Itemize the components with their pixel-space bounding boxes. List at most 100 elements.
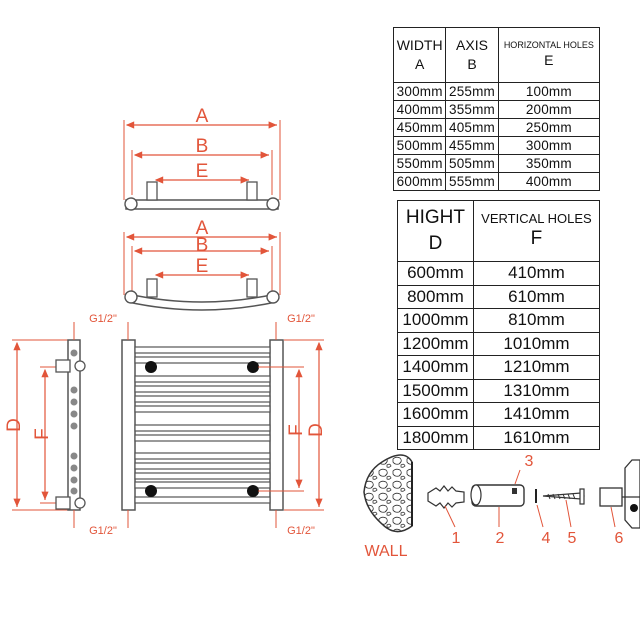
label-a-curved: A [196,218,209,239]
size-table-row-cell: 350mm [497,154,601,173]
connection-label: G1/2" [89,525,117,537]
height-table-row-cell: 1600mm [397,402,474,427]
wall-label: WALL [365,543,408,560]
height-table-row-cell: 1310mm [472,378,601,403]
height-table-header: VERTICAL HOLES F [472,200,601,262]
radiator-rail [134,385,271,393]
size-table-row-cell: 505mm [445,154,499,173]
height-table-row-cell: 600mm [397,261,474,286]
height-table-row-cell: 1500mm [397,378,474,403]
connection-label: G1/2" [89,313,117,325]
connection-label: G1/2" [287,313,315,325]
height-table-header-row: HIGHT D VERTICAL HOLES F [397,200,601,262]
label-b-curved: B [196,235,209,256]
size-table-row-cell: 450mm [392,118,447,137]
part-number-3: 3 [525,453,534,470]
label-b-top: B [196,136,209,157]
connection-label: G1/2" [287,525,315,537]
radiator-rail [134,346,271,354]
height-table-header: HIGHT D [397,200,474,262]
size-table-row-cell: 555mm [445,172,499,191]
radiator-rail [134,434,271,442]
part-number-2: 2 [496,530,505,547]
radiator-rail [134,375,271,383]
radiator-rail [134,496,271,504]
radiator-rail [134,356,271,364]
height-table-row-cell: 810mm [472,308,601,333]
wall-plug [427,485,465,509]
size-table-row-cell: 300mm [392,82,447,101]
height-table-row-cell: 1010mm [472,331,601,356]
radiator-rail [134,481,271,489]
height-table-row-cell: 610mm [472,284,601,309]
side-view [12,322,86,528]
size-table-row-cell: 455mm [445,136,499,155]
height-table-row-cell: 1000mm [397,308,474,333]
size-table-header-row: WIDTH A AXIS B HORIZONTAL HOLES E [392,27,601,83]
height-table-row-cell: 1400mm [397,355,474,380]
size-table-row-cell: 600mm [392,172,447,191]
size-table-row-cell: 300mm [497,136,601,155]
radiator-rail [134,472,271,480]
size-table-header: HORIZONTAL HOLES E [497,27,601,83]
mounting-kit [363,454,640,533]
mounting-hole [145,485,157,497]
top-view-straight [123,120,281,211]
part-number-6: 6 [615,530,624,547]
size-table-row-cell: 355mm [445,100,499,119]
size-table-row-cell: 400mm [497,172,601,191]
height-table-row-cell: 410mm [472,261,601,286]
mounting-hole [145,361,157,373]
size-table-row-cell: 500mm [392,136,447,155]
size-table-row-cell: 250mm [497,118,601,137]
top-view-curved [123,232,281,311]
size-table-row-cell: 400mm [392,100,447,119]
mounting-hole [247,485,259,497]
radiator-rail [134,424,271,432]
radiator-rail [134,395,271,403]
part-number-1: 1 [452,530,461,547]
height-table-row-cell: 1200mm [397,331,474,356]
end-cap [599,487,623,507]
size-table-row-cell: 255mm [445,82,499,101]
label-d-right: D [306,423,327,437]
front-view [121,322,324,528]
height-table-row-cell: 1410mm [472,402,601,427]
part-number-4: 4 [542,530,551,547]
radiator-rail [134,462,271,470]
height-table-row-cell: 1610mm [472,425,601,450]
height-table-row-cell: 800mm [397,284,474,309]
size-table-row-cell: 405mm [445,118,499,137]
size-table-row-cell: 550mm [392,154,447,173]
radiator-rail [134,452,271,460]
label-a-top: A [196,106,209,127]
label-e-curved: E [196,256,209,277]
size-table-header: WIDTH A [392,27,447,83]
label-f-left: F [32,428,53,440]
mounting-hole [247,361,259,373]
part-number-5: 5 [568,530,577,547]
height-table-row-cell: 1800mm [397,425,474,450]
height-table-row-cell: 1210mm [472,355,601,380]
label-f-right: F [286,424,307,436]
size-table-header: AXIS B [445,27,499,83]
radiator-rail [134,405,271,413]
size-table-row-cell: 200mm [497,100,601,119]
